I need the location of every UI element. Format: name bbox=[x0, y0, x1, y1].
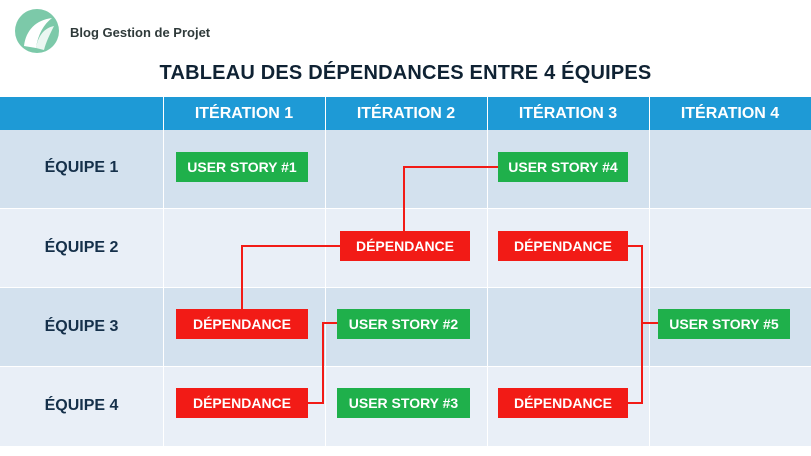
team-label-2: ÉQUIPE 2 bbox=[44, 239, 119, 256]
grid-divider bbox=[487, 97, 488, 446]
user-story-2-card[interactable]: USER STORY #2 bbox=[337, 309, 470, 339]
brand-name: Blog Gestion de Projet bbox=[70, 25, 211, 40]
dependency-team4-iteration3-card[interactable]: DÉPENDANCE bbox=[498, 388, 628, 418]
dependency-team3-iteration1-card[interactable]: DÉPENDANCE bbox=[176, 309, 308, 339]
dependency-team2-iteration2-card[interactable]: DÉPENDANCE bbox=[340, 231, 470, 261]
user-story-4-card[interactable]: USER STORY #4 bbox=[498, 152, 628, 182]
table-header-row: ITÉRATION 1 ITÉRATION 2 ITÉRATION 3 ITÉR… bbox=[0, 97, 811, 130]
grid-divider bbox=[649, 97, 650, 446]
column-header-iteration-2: ITÉRATION 2 bbox=[356, 105, 456, 122]
user-story-1-card[interactable]: USER STORY #1 bbox=[176, 152, 308, 182]
grid-divider bbox=[0, 208, 811, 209]
team-label-3: ÉQUIPE 3 bbox=[44, 318, 119, 335]
user-story-5-card[interactable]: USER STORY #5 bbox=[658, 309, 790, 339]
team-label-4: ÉQUIPE 4 bbox=[44, 397, 119, 414]
dependency-team4-iteration1-card[interactable]: DÉPENDANCE bbox=[176, 388, 308, 418]
dependency-team2-iteration3-card[interactable]: DÉPENDANCE bbox=[498, 231, 628, 261]
logo-icon bbox=[15, 9, 59, 53]
page-title: TABLEAU DES DÉPENDANCES ENTRE 4 ÉQUIPES bbox=[159, 62, 652, 84]
grid-divider bbox=[325, 97, 326, 446]
column-header-iteration-4: ITÉRATION 4 bbox=[680, 105, 780, 122]
column-header-iteration-3: ITÉRATION 3 bbox=[518, 105, 618, 122]
team-row-1: ÉQUIPE 1 bbox=[0, 130, 811, 208]
column-header-iteration-1: ITÉRATION 1 bbox=[194, 105, 294, 122]
grid-divider bbox=[163, 97, 164, 446]
team-label-1: ÉQUIPE 1 bbox=[44, 159, 119, 176]
grid-divider bbox=[0, 366, 811, 367]
grid-divider bbox=[0, 287, 811, 288]
user-story-3-card[interactable]: USER STORY #3 bbox=[337, 388, 470, 418]
